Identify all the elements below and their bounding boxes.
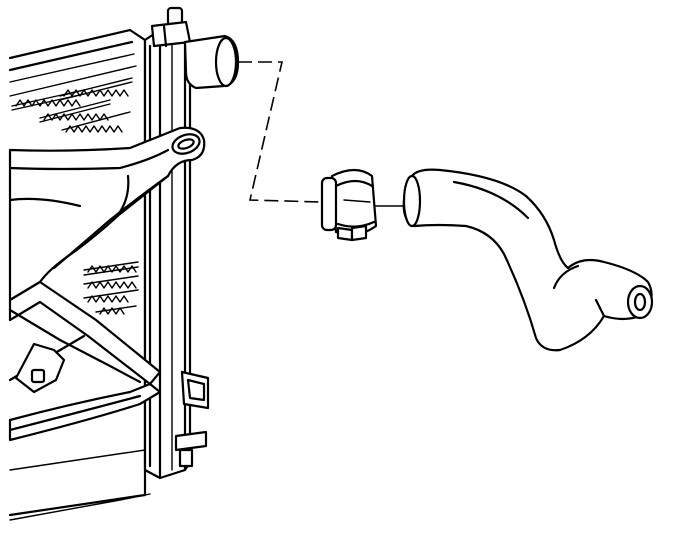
radiator-lower-bracket [174, 370, 210, 468]
radiator-inlet-hose [402, 168, 654, 352]
radiator-inlet-pipe [183, 34, 240, 90]
radiator-filler-neck [150, 6, 192, 48]
radiator-side-tank [143, 28, 192, 480]
hose-clamp [320, 168, 378, 242]
core-fins-upper [11, 77, 133, 133]
fan-shroud-bracket [8, 126, 206, 521]
core-fins-lower [83, 261, 139, 315]
shroud-clip [14, 342, 66, 394]
